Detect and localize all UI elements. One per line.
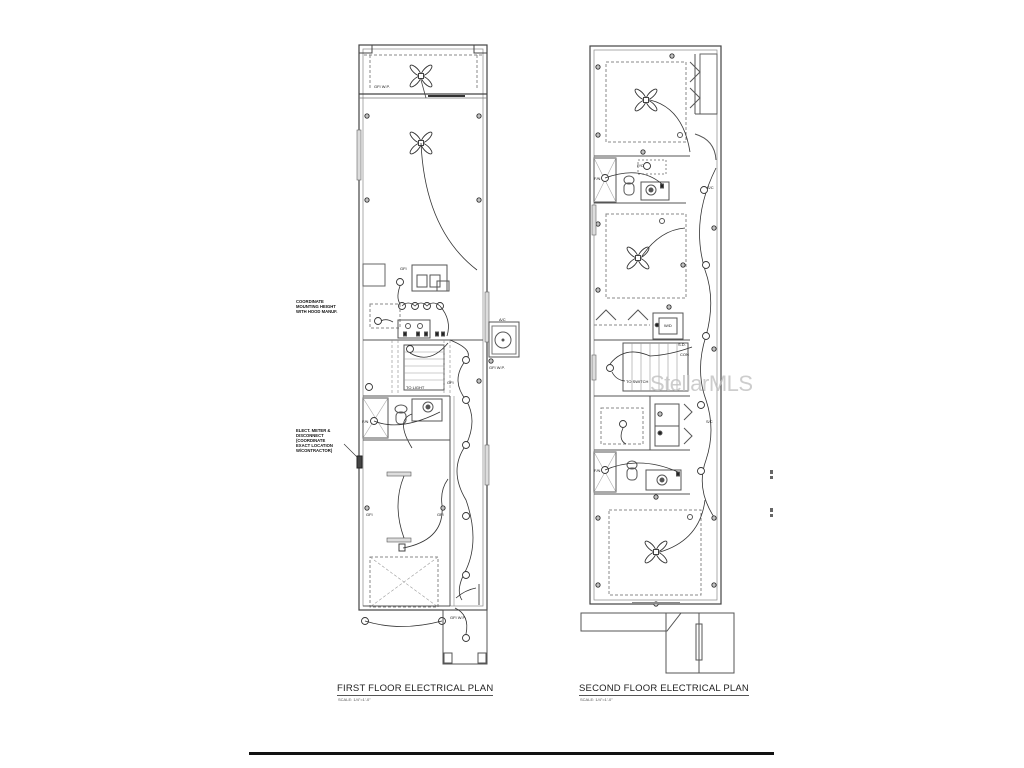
sheet-footer-rule xyxy=(249,752,774,755)
second-floor-title: SECOND FLOOR ELECTRICAL PLAN xyxy=(579,683,749,696)
label-gfi-wp-exterior: GFI W.P. xyxy=(489,365,505,370)
label-pc: P/C xyxy=(637,163,644,168)
first-floor-title: FIRST FLOOR ELECTRICAL PLAN xyxy=(337,683,494,696)
meter-disconnect-note: ELECT. METER & DISCONNECT (COORDINATE EX… xyxy=(296,428,333,453)
watermark-logo: StellarMLS xyxy=(650,371,753,396)
label-gfi-entry: GFI W.P. xyxy=(450,615,466,620)
label-gfi-stair: GFI xyxy=(447,380,454,385)
label-gfi-garage-right: GFI xyxy=(437,512,444,517)
label-fan-bath-bottom: F/N xyxy=(594,468,601,473)
label-wd: W/D xyxy=(664,323,672,328)
label-fan-bath-top: F/N xyxy=(594,176,601,181)
second-floor-scale: SCALE: 1/4"=1'-0" xyxy=(580,697,613,702)
label-gfi-garage-left: GFI xyxy=(366,512,373,517)
label-gfi-kitchen: GFI xyxy=(400,266,407,271)
label-sd: S.D. xyxy=(678,342,686,347)
hood-coordination-note: COORDINATE MOUNTING HEIGHT WITH HOOD MAN… xyxy=(296,299,338,314)
first-floor-plan xyxy=(343,44,520,665)
label-gfi-porch: GFI W.P. xyxy=(374,84,390,89)
label-con: CON xyxy=(680,352,689,357)
label-to-light: TO LIGHT xyxy=(406,385,425,390)
label-to-switch: TO SWITCH xyxy=(626,379,649,384)
label-fan-bath-first: F/N xyxy=(362,419,369,424)
first-floor-scale: SCALE: 1/4"=1'-0" xyxy=(338,697,371,702)
second-floor-plan xyxy=(580,45,735,674)
label-ac-unit: A/C xyxy=(499,317,506,322)
label-smoke-co: S/C xyxy=(707,185,714,190)
label-smoke-co-2: S/C xyxy=(706,419,713,424)
